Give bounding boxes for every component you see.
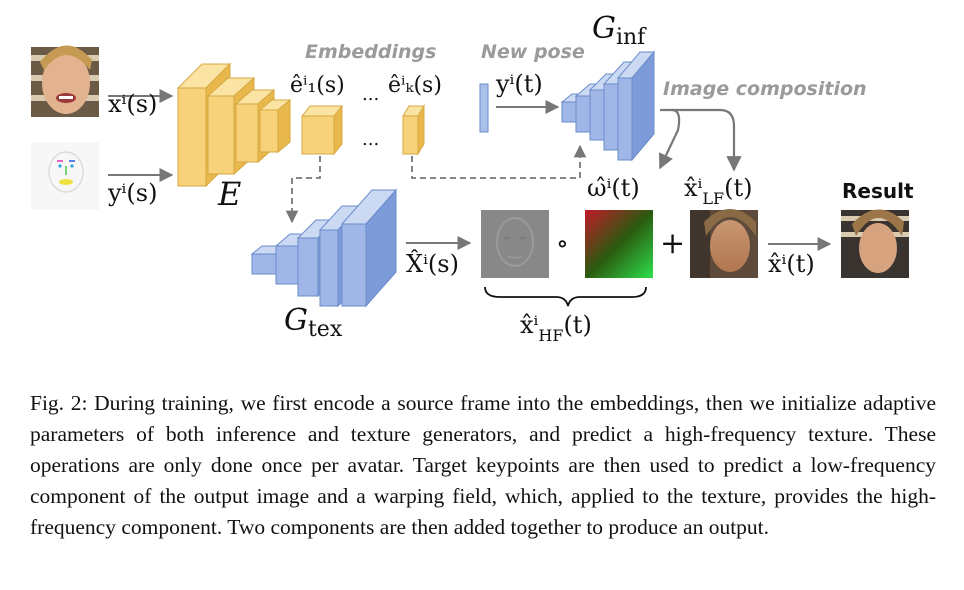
low-frequency-image bbox=[690, 209, 758, 278]
encoder-label: E bbox=[217, 175, 241, 213]
new-pose-bar bbox=[479, 83, 489, 133]
g-inf-subscript: inf bbox=[616, 25, 647, 50]
texture-label: X̂ⁱ(s) bbox=[406, 250, 459, 278]
embedding-1-label: êⁱ₁(s) bbox=[290, 73, 345, 98]
x-lf-arg: (t) bbox=[724, 174, 752, 202]
composition-circle-operator: ∘ bbox=[556, 229, 569, 259]
embedding-k-label: êⁱₖ(s) bbox=[388, 73, 442, 98]
y-target-label: yⁱ(t) bbox=[495, 70, 543, 98]
source-frame-image bbox=[31, 45, 99, 117]
embedding-k-block bbox=[402, 104, 425, 156]
embeddings-label: Embeddings bbox=[305, 41, 436, 63]
inference-generator-blocks bbox=[560, 50, 656, 162]
plus-operator: + bbox=[660, 226, 685, 261]
result-label: Result bbox=[842, 179, 914, 203]
g-inf-symbol: G bbox=[592, 11, 616, 46]
hf-brace bbox=[484, 286, 647, 307]
encoder-blocks bbox=[176, 62, 292, 188]
method-diagram: xⁱ(s) yⁱ(s) E Embeddings êⁱ₁(s) ... êⁱₖ(… bbox=[31, 11, 914, 345]
new-pose-label: New pose bbox=[481, 41, 585, 63]
g-tex-subscript: tex bbox=[308, 317, 343, 342]
x-hf-subscript: HF bbox=[538, 326, 563, 345]
x-hf-symbol: x̂ⁱ bbox=[520, 311, 539, 339]
embedding-dots-between: ... bbox=[362, 129, 379, 150]
embedding-dots-label: ... bbox=[362, 84, 379, 105]
g-inf-label: Ginf bbox=[592, 11, 647, 50]
x-lf-label: x̂ⁱLF(t) bbox=[684, 174, 752, 208]
warping-field-label: ω̂ⁱ(t) bbox=[587, 174, 640, 202]
y-source-label: yⁱ(s) bbox=[107, 179, 157, 207]
texture-generator-blocks bbox=[250, 188, 398, 308]
result-image bbox=[841, 209, 909, 278]
source-keypoints-image bbox=[31, 142, 99, 210]
x-source-label: xⁱ(s) bbox=[108, 90, 157, 118]
figure-caption: Fig. 2: During training, we first encode… bbox=[30, 390, 936, 539]
warping-field-image bbox=[585, 210, 653, 278]
x-hf-arg: (t) bbox=[563, 311, 591, 339]
x-hf-label: x̂ⁱHF(t) bbox=[520, 311, 592, 345]
g-tex-symbol: G bbox=[284, 303, 308, 338]
g-tex-label: Gtex bbox=[284, 303, 343, 342]
embedding-1-block bbox=[300, 104, 344, 156]
texture-image bbox=[481, 210, 549, 278]
output-label: x̂ⁱ(t) bbox=[768, 250, 815, 278]
x-lf-symbol: x̂ⁱ bbox=[684, 174, 703, 202]
image-composition-label: Image composition bbox=[663, 78, 867, 100]
x-lf-subscript: LF bbox=[702, 189, 724, 208]
